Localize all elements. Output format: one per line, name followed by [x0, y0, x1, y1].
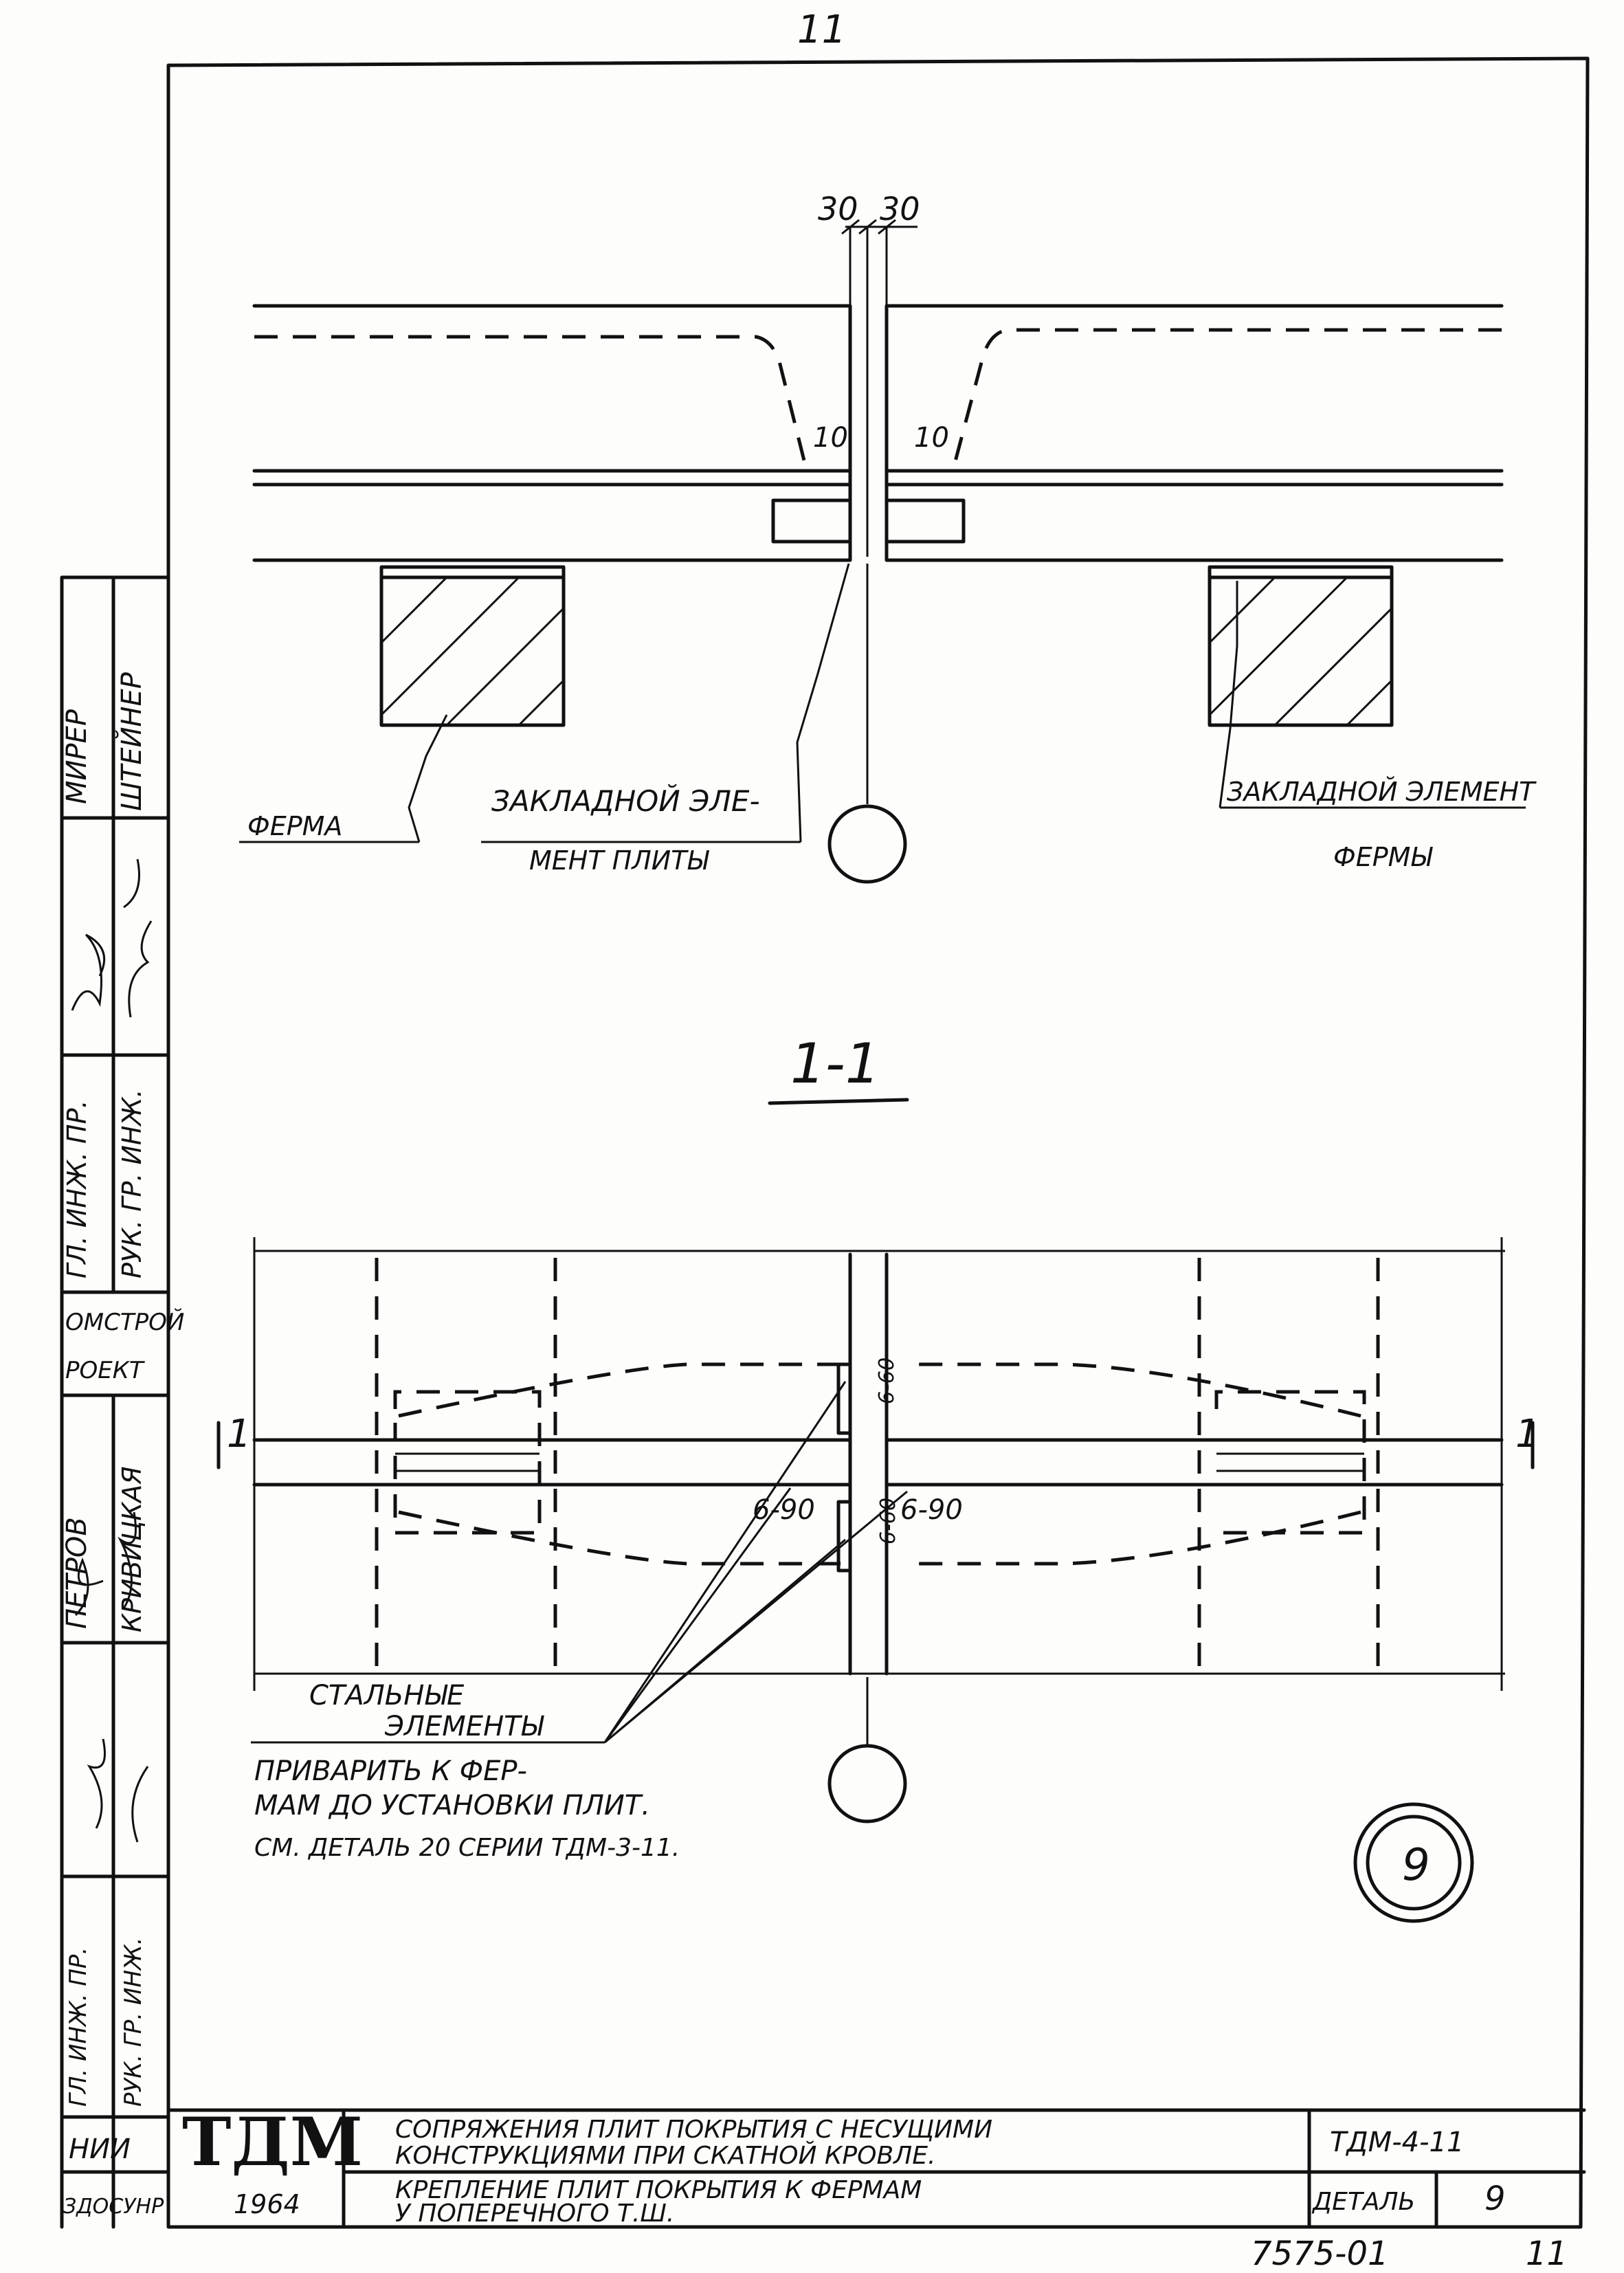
strip-name-1: МИРЕР	[61, 709, 93, 804]
strip-role-4: РУК. ГР. ИНЖ.	[120, 1938, 147, 2107]
signature-2	[74, 1511, 149, 1843]
title-year: 1964	[234, 2189, 300, 2219]
title-line-1: СОПРЯЖЕНИЯ ПЛИТ ПОКРЫТИЯ С НЕСУЩИМИ	[395, 2116, 992, 2144]
left-slab-rib	[254, 335, 810, 475]
label-slab-embed-2: МЕНТ ПЛИТЫ	[529, 845, 709, 876]
strip-role-1: ГЛ. ИНЖ. ПР.	[62, 1100, 92, 1278]
right-slab	[885, 304, 1504, 562]
subtitle-line-2: У ПОПЕРЕЧНОГО Т.Ш.	[395, 2199, 674, 2228]
label-truss-embed-2: ФЕРМЫ	[1333, 842, 1433, 872]
footer-code: 7575-01	[1251, 2235, 1389, 2273]
note-steel-1: СТАЛЬНЫЕ	[309, 1680, 465, 1711]
weld-label-bottom: 6-60	[876, 1498, 900, 1544]
left-embed-plate	[771, 498, 852, 544]
plan-view: 1 1 6-60 6-90 6-90 6-60	[216, 1237, 1540, 1823]
cut-mark-right: 1	[1515, 1412, 1540, 1456]
top-page-number: 11	[797, 8, 846, 52]
upper-section: 30 30 10 10	[239, 190, 1537, 884]
strip-role-2: РУК. ГР. ИНЖ.	[117, 1089, 147, 1278]
left-truss	[379, 565, 566, 727]
detail-mark-outer	[1353, 1802, 1474, 1923]
weld-bottom-left	[836, 1500, 852, 1573]
dim-gap-right: 30	[880, 190, 920, 228]
note-weld-1: ПРИВАРИТЬ К ФЕР-	[254, 1755, 527, 1787]
note-reference: СМ. ДЕТАЛЬ 20 СЕРИИ ТДМ-3-11.	[254, 1834, 680, 1862]
weld-label-top: 6-60	[875, 1357, 899, 1404]
strip-org-1: ОМСТРОЙ	[65, 1308, 184, 1336]
axis-marker-lower	[827, 1744, 907, 1823]
weld-label-left: 6-90	[753, 1494, 815, 1526]
label-truss: ФЕРМА	[247, 811, 342, 841]
axis-marker-upper	[827, 804, 907, 884]
right-embed-plate	[885, 498, 966, 544]
dim-gap-left: 30	[818, 190, 858, 228]
signature-1	[71, 858, 153, 1018]
dim-cover-right: 10	[914, 422, 949, 454]
strip-name-3: ПЕТРОВ	[61, 1517, 93, 1629]
label-truss-embed-1: ЗАКЛАДНОЙ ЭЛЕМЕНТ	[1227, 777, 1537, 807]
title-block: ТДМ 1964 СОПРЯЖЕНИЯ ПЛИТ ПОКРЫТИЯ С НЕСУ…	[166, 2103, 1586, 2229]
note-steel-2: ЭЛЕМЕНТЫ	[384, 1711, 545, 1742]
strip-org-2: РОЕКТ	[65, 1357, 145, 1384]
dim-cover-left: 10	[813, 422, 848, 454]
title-detail-label: ДЕТАЛЬ	[1311, 2188, 1415, 2216]
detail-mark-inner	[1366, 1815, 1462, 1911]
label-slab-embed-1: ЗАКЛАДНОЙ ЭЛЕ-	[491, 784, 760, 818]
left-stamp-strip: МИРЕР ШТЕЙНЕР ГЛ. ИНЖ. ПР. РУК. ГР. ИНЖ.…	[60, 575, 184, 2229]
left-slab	[252, 304, 852, 562]
weld-top-left	[836, 1362, 852, 1435]
weld-label-right: 6-90	[900, 1494, 963, 1526]
cut-mark-left: 1	[227, 1412, 252, 1456]
logo-tdm: ТДМ	[182, 2103, 363, 2181]
strip-name-4: КРИВИЦКАЯ	[117, 1466, 147, 1632]
subtitle-line-1: КРЕПЛЕНИЕ ПЛИТ ПОКРЫТИЯ К ФЕРМАМ	[395, 2176, 922, 2204]
section-label: 1-1	[790, 1032, 880, 1096]
detail-mark-number: 9	[1402, 1840, 1430, 1891]
strip-institute-2: ЗДОСУНР	[63, 2195, 164, 2219]
right-truss	[1208, 565, 1394, 727]
right-slab-rib	[950, 328, 1502, 475]
strip-name-2: ШТЕЙНЕР	[115, 672, 148, 811]
sheet-frame	[166, 56, 1590, 2229]
title-code: ТДМ-4-11	[1330, 2127, 1464, 2158]
strip-institute-1: НИИ	[69, 2133, 131, 2165]
title-detail-number: 9	[1484, 2180, 1506, 2218]
note-weld-2: МАМ ДО УСТАНОВКИ ПЛИТ.	[254, 1790, 650, 1821]
strip-role-3: ГЛ. ИНЖ. ПР.	[65, 1947, 92, 2107]
footer-page: 11	[1526, 2235, 1568, 2273]
title-line-2: КОНСТРУКЦИЯМИ ПРИ СКАТНОЙ КРОВЛЕ.	[395, 2141, 935, 2170]
